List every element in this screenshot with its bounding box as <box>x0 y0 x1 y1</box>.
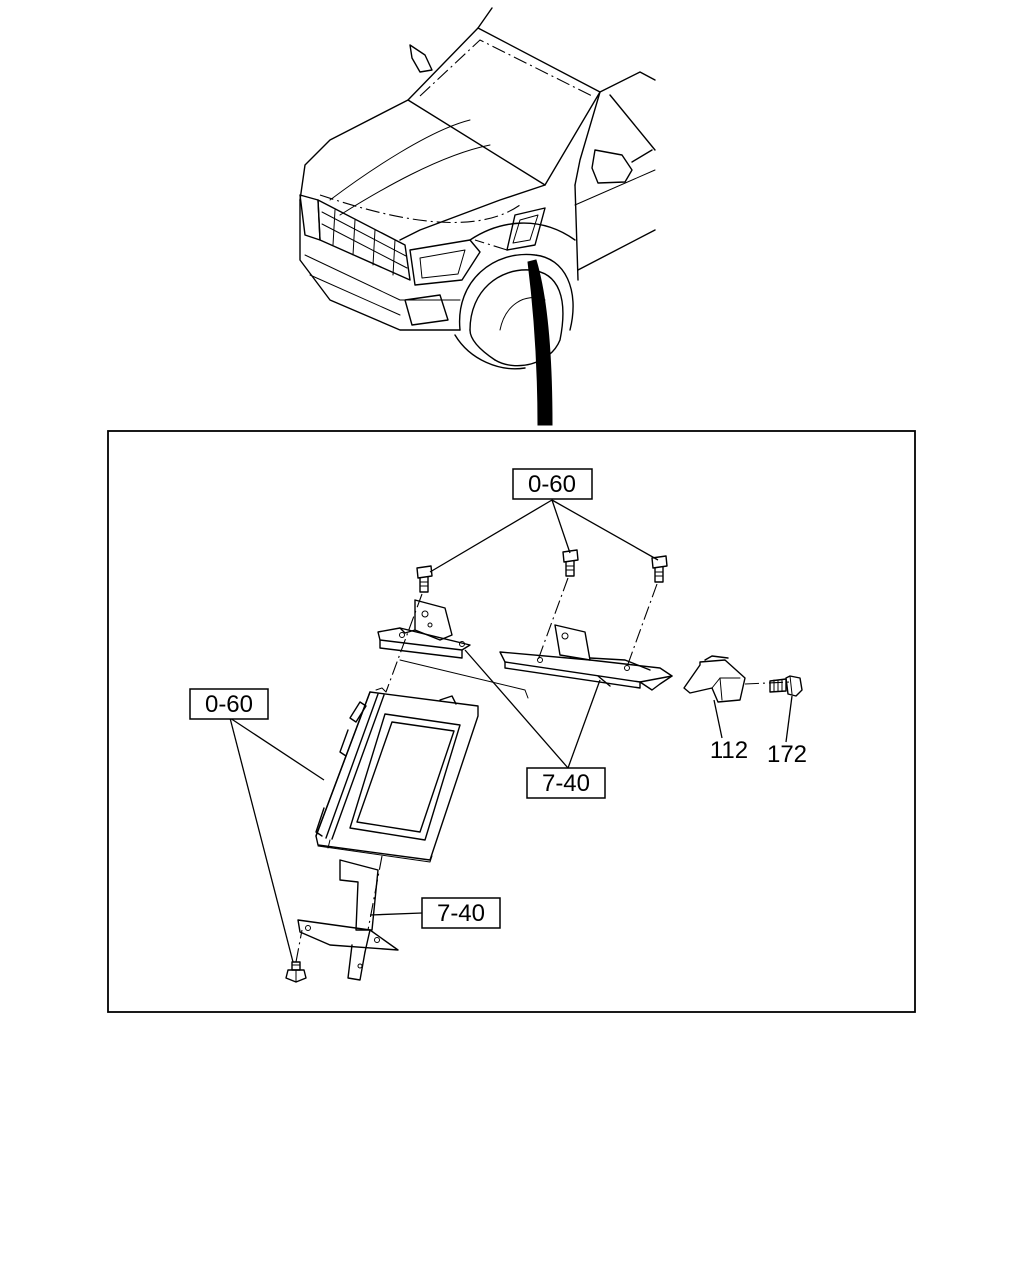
callout-ref-bracket-lower: 7-40 <box>421 897 501 929</box>
callout-ref-bracket-lower-label: 7-40 <box>437 900 485 927</box>
part-number-sensor: 112 <box>710 737 748 764</box>
bolt-right <box>651 555 668 583</box>
bolt-lower <box>285 961 307 983</box>
callout-ref-top-label: 0-60 <box>528 471 576 498</box>
callout-ref-left: 0-60 <box>189 688 269 720</box>
callout-ref-left-label: 0-60 <box>205 691 253 718</box>
vehicle-front-view <box>299 7 656 370</box>
location-pointer <box>527 259 553 426</box>
callout-ref-top: 0-60 <box>512 468 593 500</box>
lower-bolt-centerline <box>295 929 303 963</box>
sensor-bolt <box>769 675 803 697</box>
part-number-bolt: 172 <box>767 741 807 768</box>
detail-frame <box>107 430 916 1013</box>
sensor-unit <box>683 655 746 703</box>
lower-bracket <box>297 859 399 981</box>
callout-ref-bracket-upper-label: 7-40 <box>542 770 590 797</box>
sensor-bolt-centerline <box>744 681 791 685</box>
bolt-left <box>416 565 433 593</box>
bolt-middle <box>562 549 579 577</box>
callout-ref-bracket-upper: 7-40 <box>526 767 606 799</box>
engine-control-module <box>315 687 479 863</box>
leader-lines <box>229 499 793 963</box>
upper-bracket-left <box>377 599 529 699</box>
lower-bracket-centerline <box>367 855 383 931</box>
upper-bracket-right <box>499 624 673 691</box>
